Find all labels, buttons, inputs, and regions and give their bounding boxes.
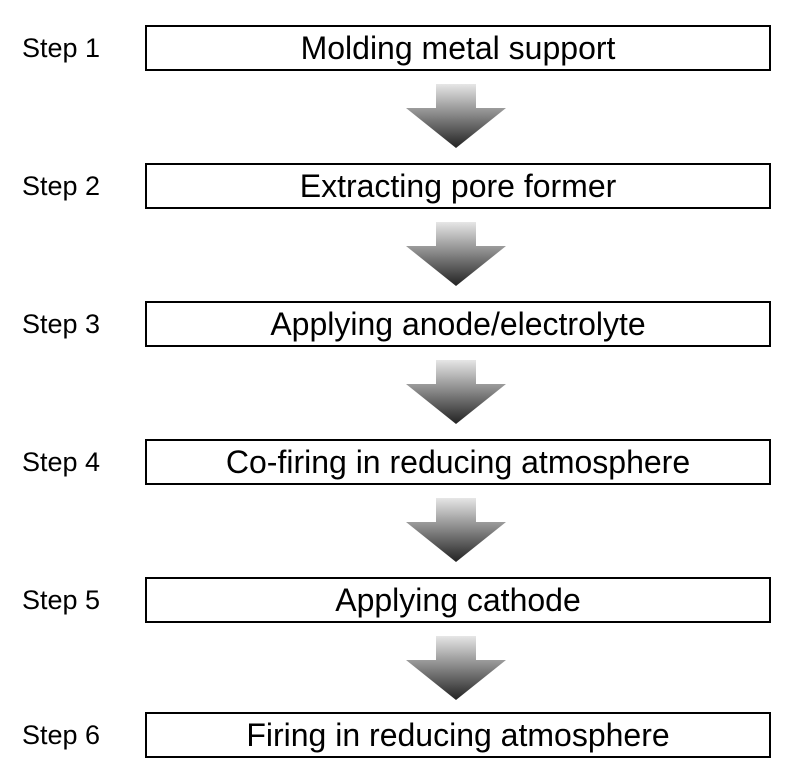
step-box: Applying cathode [145,577,771,623]
down-arrow-icon [406,222,506,286]
step-label: Step 5 [22,585,101,615]
down-arrow-icon [406,498,506,562]
down-arrow-icon [406,636,506,700]
step-label: Step 1 [22,33,101,63]
step-row-6: Step 6 Firing in reducing atmosphere [0,712,798,758]
down-arrow-icon [406,360,506,424]
step-label: Step 2 [22,171,101,201]
step-label: Step 4 [22,447,101,477]
step-box: Extracting pore former [145,163,771,209]
step-box: Co-firing in reducing atmosphere [145,439,771,485]
step-label: Step 6 [22,720,101,750]
step-row-2: Step 2 Extracting pore former [0,163,798,209]
step-row-1: Step 1 Molding metal support [0,25,798,71]
step-label: Step 3 [22,309,101,339]
step-box: Molding metal support [145,25,771,71]
step-box: Applying anode/electrolyte [145,301,771,347]
step-row-4: Step 4 Co-firing in reducing atmosphere [0,439,798,485]
down-arrow-icon [406,84,506,148]
step-row-3: Step 3 Applying anode/electrolyte [0,301,798,347]
step-box: Firing in reducing atmosphere [145,712,771,758]
step-row-5: Step 5 Applying cathode [0,577,798,623]
